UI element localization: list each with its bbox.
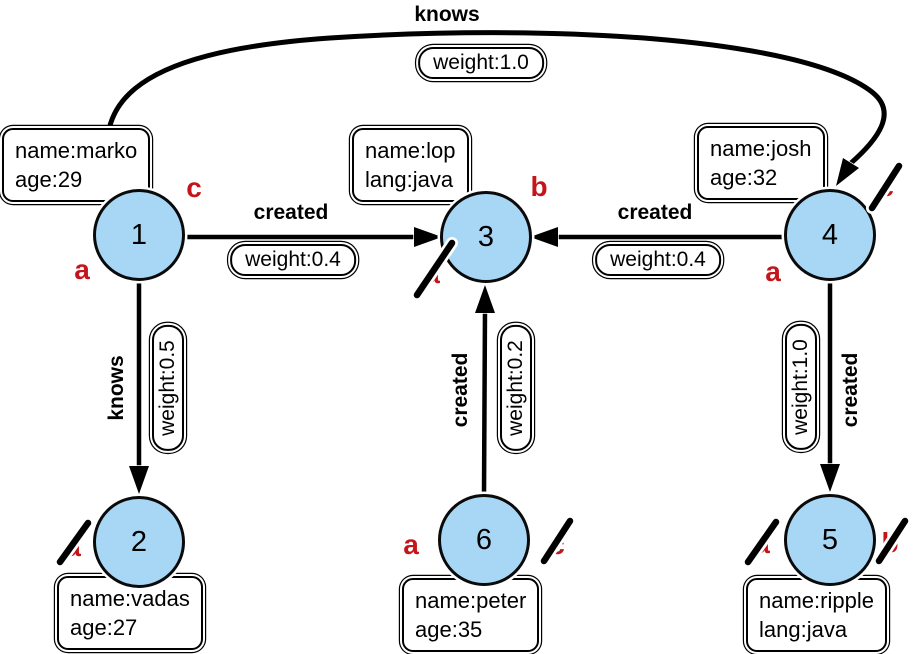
prop-line: name:ripple bbox=[759, 588, 874, 613]
marker-a-node4: a bbox=[765, 256, 781, 287]
prop-box-josh: name:josh age:32 bbox=[697, 126, 825, 201]
marker-b-node5: b bbox=[881, 527, 899, 558]
arrowhead-icon bbox=[527, 225, 559, 249]
marker-c-node4: c bbox=[878, 171, 894, 202]
prop-box-peter: name:peter age:35 bbox=[402, 578, 540, 653]
prop-line: name:peter bbox=[415, 588, 527, 613]
prop-box-lop: name:lop lang:java bbox=[352, 128, 469, 203]
node-3: 3 bbox=[440, 191, 532, 283]
edge-label-created-1-3: created bbox=[253, 201, 329, 224]
prop-box-ripple: name:ripple lang:java bbox=[746, 578, 887, 653]
prop-line: age:27 bbox=[70, 615, 138, 641]
edge-label-knows-1-4: knows bbox=[414, 3, 480, 26]
weight-box-knows-1-2: weight:0.5 bbox=[152, 325, 184, 451]
marker-a-node3: a bbox=[424, 258, 440, 289]
edge-knows-1-4 bbox=[102, 27, 890, 202]
marker-a-node2: a bbox=[65, 531, 81, 562]
prop-line: age:35 bbox=[415, 617, 483, 643]
arrowhead-icon bbox=[127, 465, 151, 497]
prop-line: name:lop bbox=[365, 138, 456, 163]
edge-label-created-4-5: created bbox=[839, 352, 862, 428]
weight-box-created-4-3: weight:0.4 bbox=[595, 244, 721, 276]
prop-line: age:29 bbox=[15, 167, 83, 193]
arrowhead-icon bbox=[834, 156, 861, 188]
marker-a-node6: a bbox=[403, 529, 419, 560]
marker-b-node3: b bbox=[530, 171, 548, 202]
arrowhead-icon bbox=[818, 463, 842, 495]
marker-c-node1: c bbox=[186, 172, 202, 203]
edge-knows-1-2 bbox=[127, 281, 151, 497]
marker-c-node6: c bbox=[549, 529, 565, 560]
node-5: 5 bbox=[784, 494, 876, 586]
prop-line: name:marko bbox=[15, 138, 138, 163]
edge-label-knows-1-2: knows bbox=[105, 355, 128, 421]
node-4: 4 bbox=[784, 189, 876, 281]
edge-label-created-6-3: created bbox=[449, 352, 472, 428]
prop-line: name:josh bbox=[710, 136, 812, 161]
edge-created-6-3 bbox=[473, 282, 497, 495]
weight-box-created-6-3: weight:0.2 bbox=[500, 325, 532, 451]
arrowhead-icon bbox=[413, 225, 445, 249]
prop-line: name:vadas bbox=[70, 586, 190, 611]
node-6: 6 bbox=[438, 494, 530, 586]
weight-box-created-1-3: weight:0.4 bbox=[230, 244, 356, 276]
prop-line: lang:java bbox=[365, 167, 454, 193]
weight-box-knows-1-4: weight:1.0 bbox=[418, 47, 544, 79]
prop-line: age:32 bbox=[710, 165, 778, 191]
marker-a-node1: a bbox=[74, 254, 90, 285]
marker-a-node5: a bbox=[754, 528, 770, 559]
prop-line: lang:java bbox=[759, 617, 848, 643]
arrowhead-icon bbox=[473, 282, 497, 314]
node-1: 1 bbox=[93, 189, 185, 281]
edge-label-created-4-3: created bbox=[617, 201, 693, 224]
edge-created-4-3 bbox=[527, 225, 784, 249]
weight-box-created-4-5: weight:1.0 bbox=[785, 324, 817, 450]
node-2: 2 bbox=[93, 496, 185, 588]
edge-created-4-5 bbox=[818, 281, 842, 495]
